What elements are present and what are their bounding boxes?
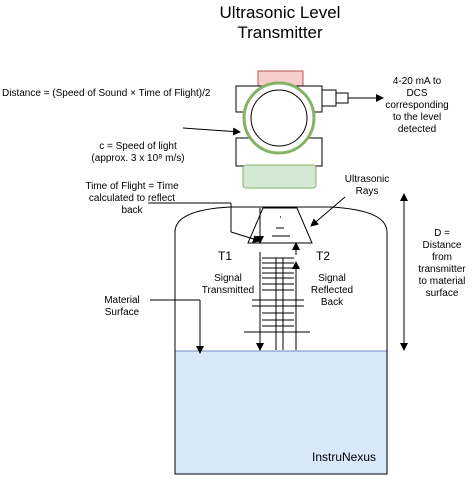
sensor-body: [242, 164, 317, 189]
ultrasonic-rays-pointer: [310, 196, 346, 227]
signal-reflected-line: Signal: [318, 273, 346, 284]
ultrasonic-rays-line: Ultrasonic: [344, 174, 390, 185]
wave-lines: [244, 257, 310, 333]
t1-label: T1: [218, 249, 233, 263]
speed-of-light-line: (approx. 3 x 10⁸ m/s): [91, 153, 185, 164]
output-signal-line: to the level: [392, 112, 442, 123]
ultrasonic-rays-line: Rays: [355, 186, 379, 197]
cable-gland: [321, 89, 337, 107]
tank-outline: [174, 206, 388, 475]
time-of-flight-line: calculated to reflect: [88, 193, 176, 204]
diagram-title-line1: Ultrasonic Level: [219, 3, 341, 22]
distance-d-line: from: [432, 252, 452, 263]
material-surface-line: Material: [104, 295, 140, 306]
distance-d-label: D = Distance from transmitter to materia…: [410, 228, 474, 300]
distance-formula-label: Distance = (Speed of Sound × Time of Fli…: [2, 88, 211, 99]
t2-label: T2: [316, 249, 331, 263]
display-head-window: [250, 89, 308, 147]
time-of-flight-label: Time of Flight = Time calculated to refl…: [70, 181, 194, 217]
output-signal-line: corresponding: [385, 100, 449, 111]
distance-d-line: Distance: [422, 240, 462, 251]
output-signal-label: 4-20 mA to DCS corresponding to the leve…: [372, 76, 462, 136]
time-of-flight-line: back: [121, 205, 143, 216]
speed-of-light-pointer: [182, 127, 241, 136]
material-surface-line: Surface: [104, 307, 140, 318]
distance-d-line: surface: [425, 288, 459, 299]
signal-reflected-label: Signal Reflected Back: [304, 273, 360, 309]
time-of-flight-link: [230, 231, 261, 243]
signal-reflected-line: Reflected: [310, 285, 354, 296]
ultrasonic-rays-label: Ultrasonic Rays: [335, 174, 399, 198]
output-signal-line: detected: [397, 124, 437, 135]
cable-connector: [335, 92, 349, 104]
time-of-flight-line: Time of Flight = Time: [85, 181, 179, 192]
diagram-title-line2: Transmitter: [237, 23, 323, 42]
output-signal-line: DCS: [406, 88, 428, 99]
brand-watermark: InstruNexus: [312, 450, 377, 464]
speed-of-light-label: c = Speed of light (approx. 3 x 10⁸ m/s): [78, 141, 198, 165]
distance-d-line: D =: [434, 228, 450, 239]
signal-transmitted-line: Transmitted: [201, 285, 255, 296]
signal-transmitted-label: Signal Transmitted: [192, 273, 264, 297]
distance-d-line: to material: [418, 276, 466, 287]
material-surface-label: Material Surface: [92, 295, 152, 319]
signal-reflected-line: Back: [320, 297, 344, 308]
output-signal-line: 4-20 mA to: [392, 76, 442, 87]
signal-transmitted-line: Signal: [214, 273, 242, 284]
ultrasonic-beam: [247, 207, 313, 244]
speed-of-light-line: c = Speed of light: [99, 141, 177, 152]
distance-d-line: transmitter: [418, 264, 466, 275]
